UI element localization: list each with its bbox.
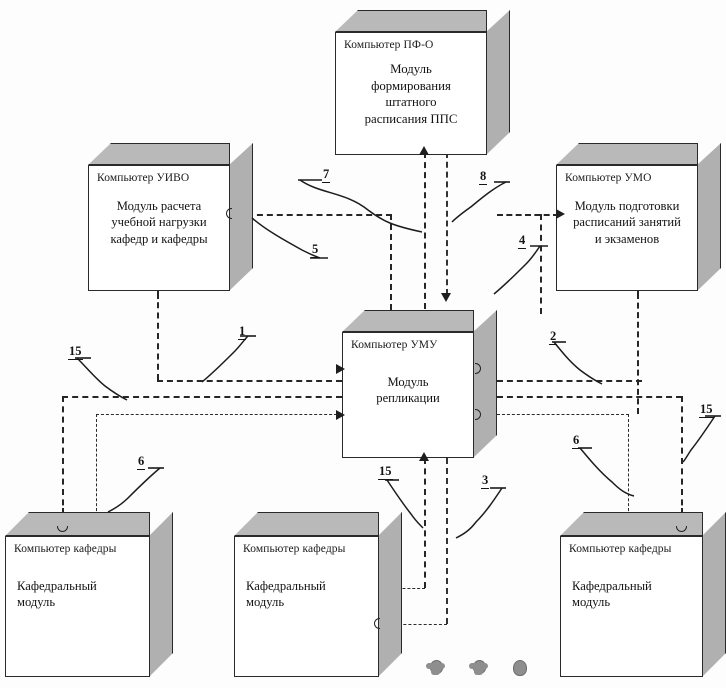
node-umu-side-face <box>473 310 497 458</box>
callout-5: 5 <box>311 242 320 258</box>
leader-3 <box>452 486 506 540</box>
callout-2: 2 <box>549 329 558 345</box>
connector-left-riser <box>390 214 392 380</box>
node-umu-front-face <box>342 332 474 458</box>
node-kafedra-1[interactable]: Компьютер кафедры Кафедральный модуль <box>5 512 173 677</box>
callout-8-label: 8 <box>479 169 488 185</box>
callout-4-label: 4 <box>518 233 527 249</box>
connector-umu-down-b <box>446 458 448 624</box>
node-pfo-top-face <box>335 10 487 32</box>
node-kafedra-2-side-face <box>378 512 402 677</box>
callout-15-right-label: 15 <box>699 402 714 418</box>
arrowhead-pfo-bottom <box>419 146 429 155</box>
bus-right-inner <box>497 414 629 415</box>
callout-15-bottom: 15 <box>378 465 393 480</box>
connector-into-kaf2-right <box>383 588 425 589</box>
node-uivo-front-face <box>88 165 230 291</box>
connector-pfo-to-umu-a <box>424 152 426 309</box>
node-kafedra-3-front-face <box>560 536 703 677</box>
node-umo-top-face <box>556 143 698 165</box>
node-kafedra-2-top-face <box>234 512 379 536</box>
socket-uivo-right <box>226 208 233 219</box>
figure-icon-1 <box>426 660 445 675</box>
bus-right-outer-drop <box>681 396 683 526</box>
callout-3: 3 <box>481 473 490 489</box>
node-kafedra-2-front-face <box>234 536 379 677</box>
node-umu-top-face <box>342 310 474 332</box>
arrowhead-into-umu-top <box>441 293 451 302</box>
leader-2 <box>552 340 608 388</box>
leader-1 <box>200 334 260 386</box>
callout-15-left-label: 15 <box>68 344 83 360</box>
bus-left-outer-drop <box>62 396 64 526</box>
callout-6-right-label: 6 <box>572 433 581 449</box>
stub-uivo-bottom <box>157 289 159 299</box>
bus-left-inner <box>96 414 342 415</box>
node-pfo-front-face <box>335 32 487 155</box>
connector-uivo-down <box>157 292 159 380</box>
node-kafedra-3[interactable]: Компьютер кафедры Кафедральный модуль <box>560 512 726 677</box>
connector-uivo-to-umo-left <box>247 214 392 216</box>
arrowhead-umu-left-bottom <box>336 410 345 420</box>
head-icon-3 <box>513 660 527 676</box>
connector-uivo-to-umo-right <box>497 214 559 216</box>
callout-2-label: 2 <box>549 329 558 345</box>
callout-6-left-label: 6 <box>137 454 146 470</box>
bus-right-upper <box>497 380 642 382</box>
leader-15-left <box>75 356 135 404</box>
node-uivo-top-face <box>88 143 230 165</box>
connector-into-kaf2-lower <box>383 624 447 625</box>
connector-pfo-to-umu-b <box>446 152 448 295</box>
node-kafedra-1-side-face <box>149 512 173 677</box>
connector-umo-riser <box>540 214 542 314</box>
callout-15-right: 15 <box>699 403 714 418</box>
arrowhead-umu-left-top <box>336 364 345 374</box>
figure-icon-2 <box>469 660 488 675</box>
arrowhead-into-umo <box>556 209 565 219</box>
bus-right-inner-drop <box>628 414 629 526</box>
callout-5-label: 5 <box>311 242 320 258</box>
node-pfo-side-face <box>486 10 510 155</box>
bus-left-upper <box>157 380 342 382</box>
callout-1-label: 1 <box>238 324 247 340</box>
leader-6-left <box>104 466 164 514</box>
connector-umu-down-a <box>424 458 426 588</box>
callout-7-label: 7 <box>322 167 331 183</box>
callout-15-bottom-label: 15 <box>378 464 393 480</box>
callout-15-left: 15 <box>68 345 83 360</box>
callout-6-right: 6 <box>572 433 581 449</box>
bus-right-outer <box>497 396 682 398</box>
connector-umo-down <box>637 293 639 414</box>
node-kafedra-1-front-face <box>5 536 150 677</box>
node-kafedra-1-top-face <box>5 512 150 536</box>
bus-left-inner-drop <box>96 414 97 526</box>
leader-8 <box>450 180 510 230</box>
bus-left-outer <box>62 396 342 398</box>
node-umu[interactable]: Компьютер УМУ Модуль репликации <box>342 310 497 458</box>
callout-3-label: 3 <box>481 473 490 489</box>
arrowhead-umu-bottom <box>419 452 429 461</box>
callout-7: 7 <box>322 167 331 183</box>
stub-umo-bottom <box>637 289 639 299</box>
callout-8: 8 <box>479 169 488 185</box>
callout-6-left: 6 <box>137 454 146 470</box>
node-kafedra-2[interactable]: Компьютер кафедры Кафедральный модуль <box>234 512 402 677</box>
node-umo-side-face <box>697 143 721 291</box>
node-kafedra-3-top-face <box>560 512 703 536</box>
leader-15-right <box>681 414 721 464</box>
leader-6-right <box>578 446 640 498</box>
node-pfo[interactable]: Компьютер ПФ-О Модуль формирования штатн… <box>335 10 510 155</box>
leader-7 <box>298 176 433 236</box>
node-umo-front-face <box>556 165 698 291</box>
leader-5 <box>250 216 330 262</box>
node-umo[interactable]: Компьютер УМО Модуль подготовки расписан… <box>556 143 721 291</box>
callout-4: 4 <box>518 233 527 249</box>
node-kafedra-3-side-face <box>702 512 726 677</box>
callout-1: 1 <box>238 324 247 340</box>
leader-4 <box>492 244 552 298</box>
leader-15-bottom <box>385 478 435 530</box>
socket-kaf2-right <box>374 618 381 629</box>
